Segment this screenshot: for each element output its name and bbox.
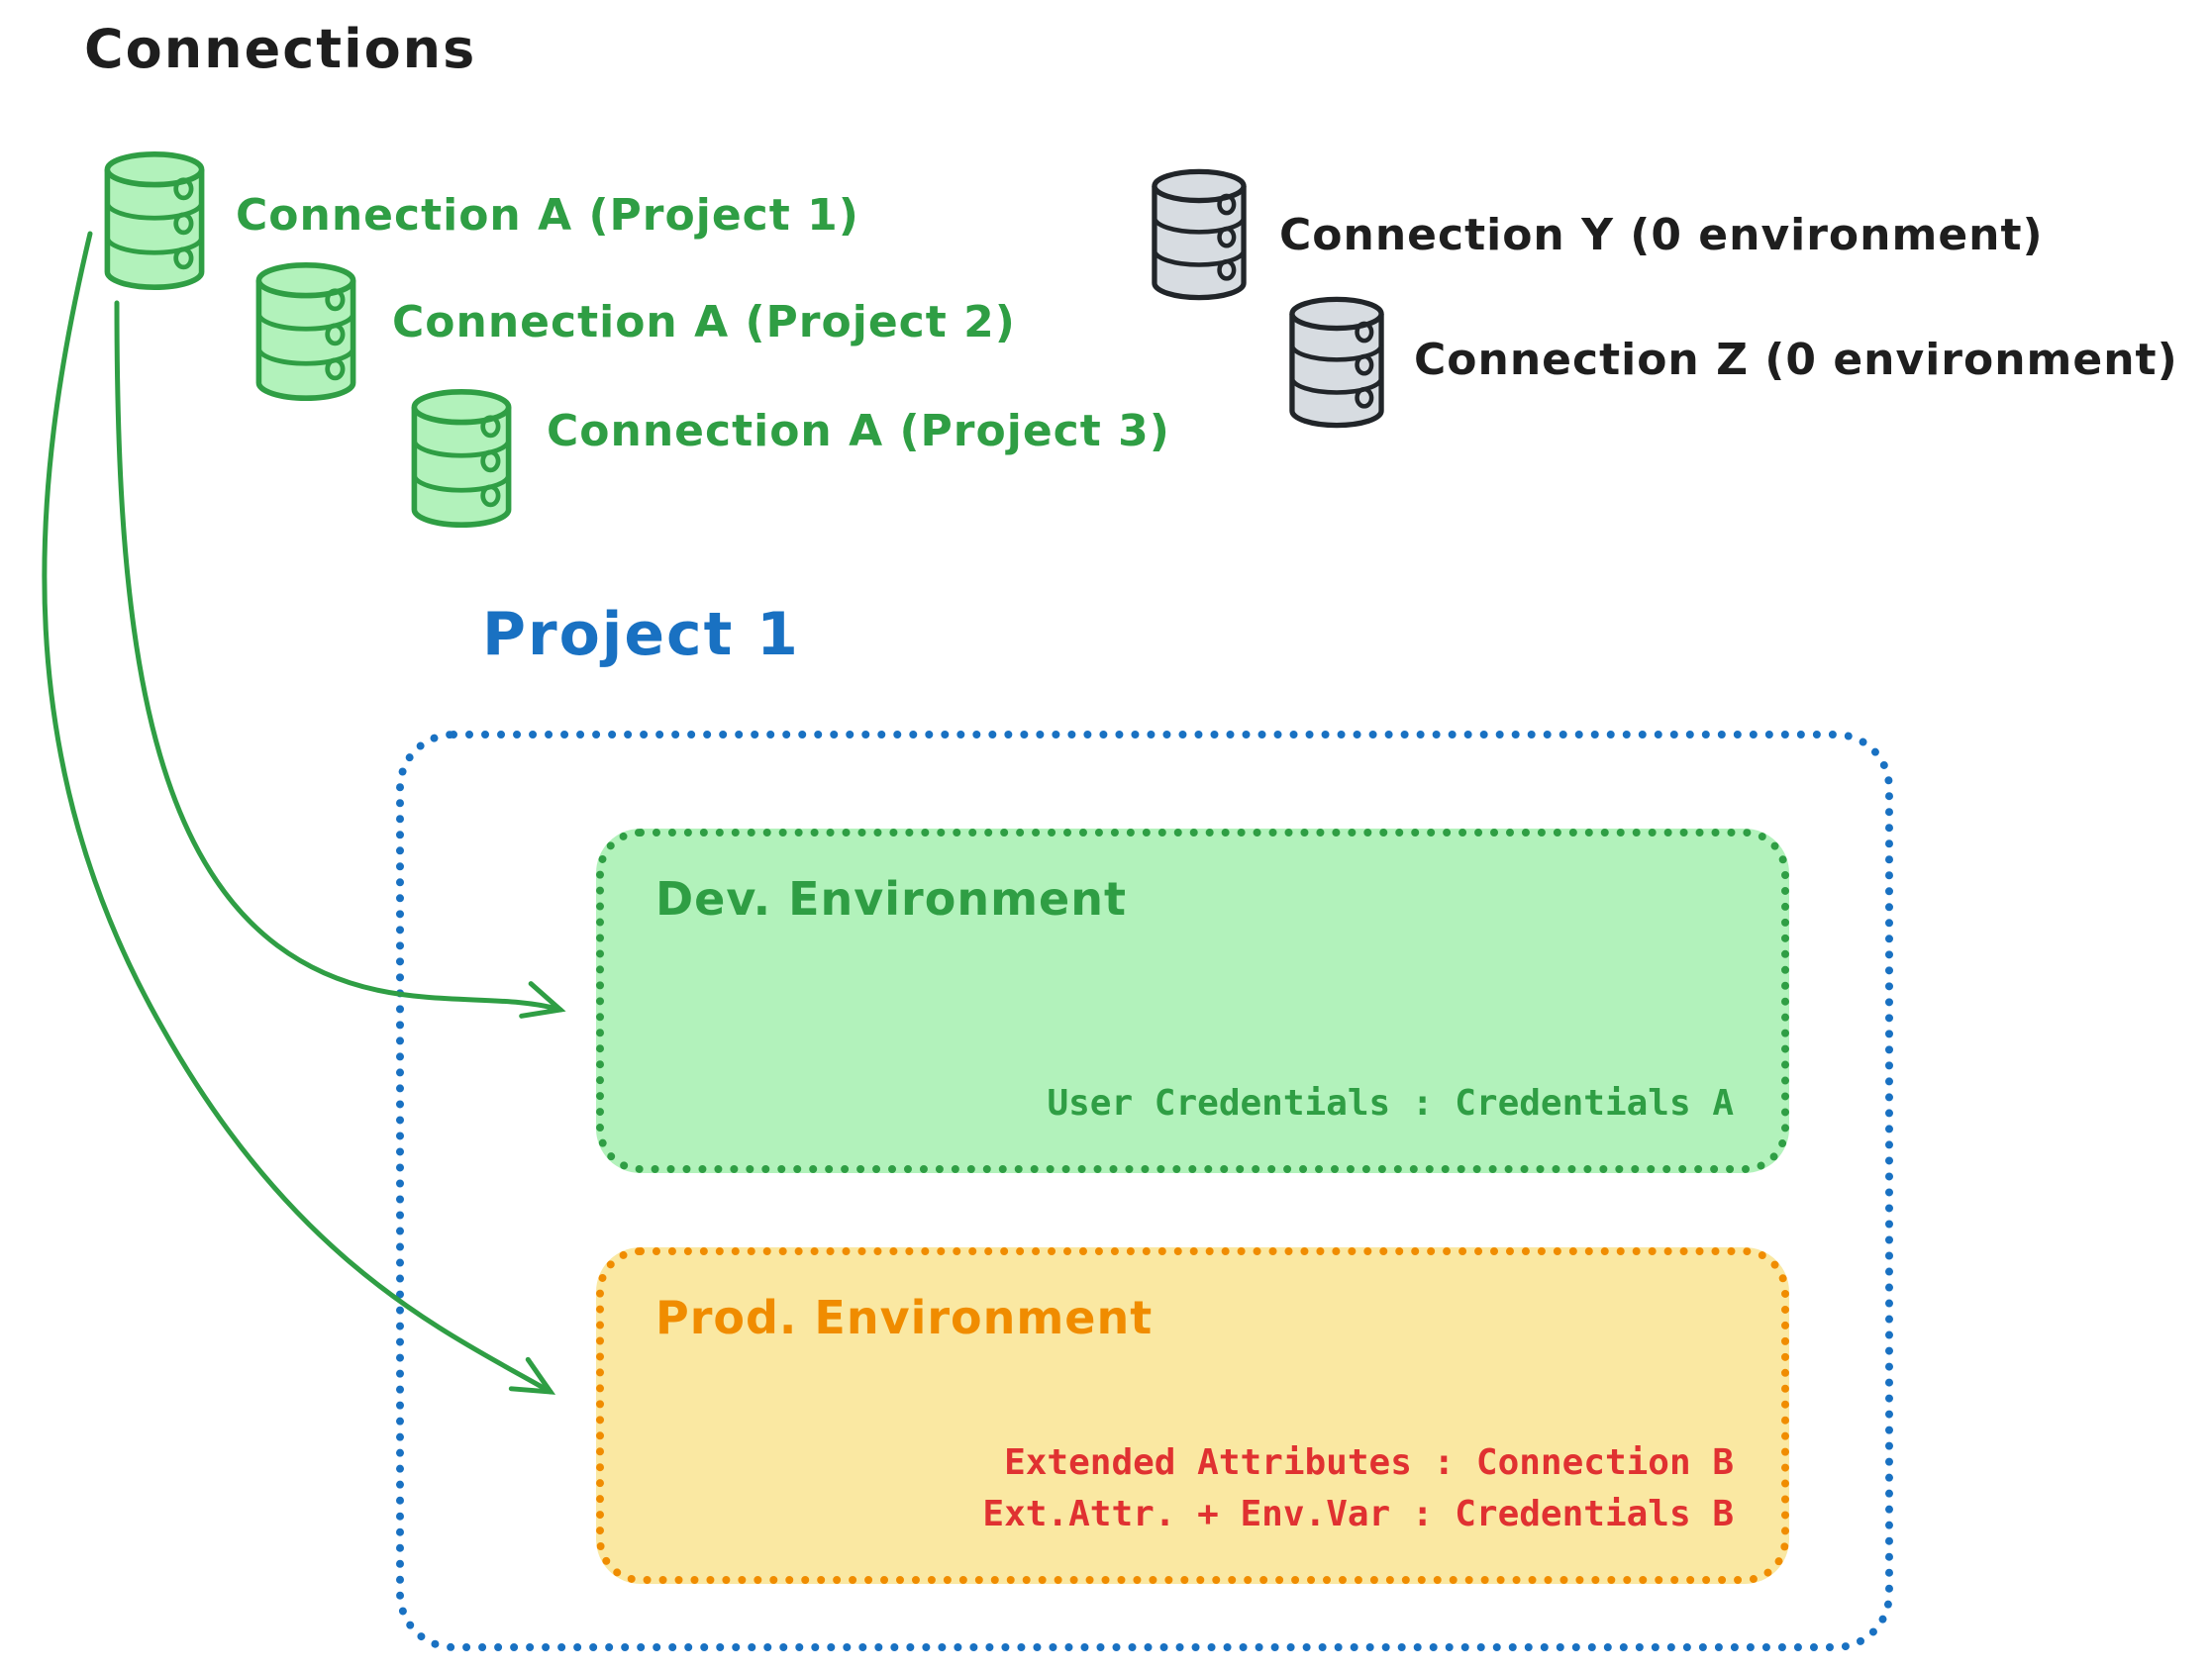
connection-y-label: Connection Y (0 environment) bbox=[1279, 210, 2044, 260]
mapping-line: Extended Attributes : Connection B bbox=[1004, 1442, 1734, 1483]
dev-environment-title: Dev. Environment bbox=[655, 872, 1127, 926]
database-icon bbox=[1284, 294, 1389, 431]
page-title: Connections bbox=[84, 18, 477, 80]
mapping-line: Ext.Attr. + Env.Var : Credentials B bbox=[982, 1494, 1734, 1534]
connection-a-project-1-label: Connection A (Project 1) bbox=[236, 190, 859, 241]
project-1-title: Project 1 bbox=[482, 600, 800, 669]
connection-a-project-3-label: Connection A (Project 3) bbox=[547, 406, 1170, 456]
database-icon bbox=[99, 148, 210, 293]
database-icon bbox=[1147, 166, 1252, 303]
mapping-line: User Credentials : Credentials A bbox=[1047, 1083, 1734, 1124]
database-icon bbox=[251, 259, 361, 404]
connection-z-label: Connection Z (0 environment) bbox=[1414, 335, 2178, 385]
prod-environment-box: Prod. Environment Extended Attributes : … bbox=[596, 1247, 1789, 1584]
prod-environment-mappings: Extended Attributes : Connection B Ext.A… bbox=[982, 1437, 1734, 1540]
dev-environment-mappings: User Credentials : Credentials A bbox=[1047, 1078, 1734, 1130]
prod-environment-title: Prod. Environment bbox=[655, 1291, 1154, 1344]
database-icon bbox=[406, 386, 517, 531]
dev-environment-box: Dev. Environment User Credentials : Cred… bbox=[596, 829, 1789, 1173]
connection-a-project-2-label: Connection A (Project 2) bbox=[392, 297, 1016, 347]
